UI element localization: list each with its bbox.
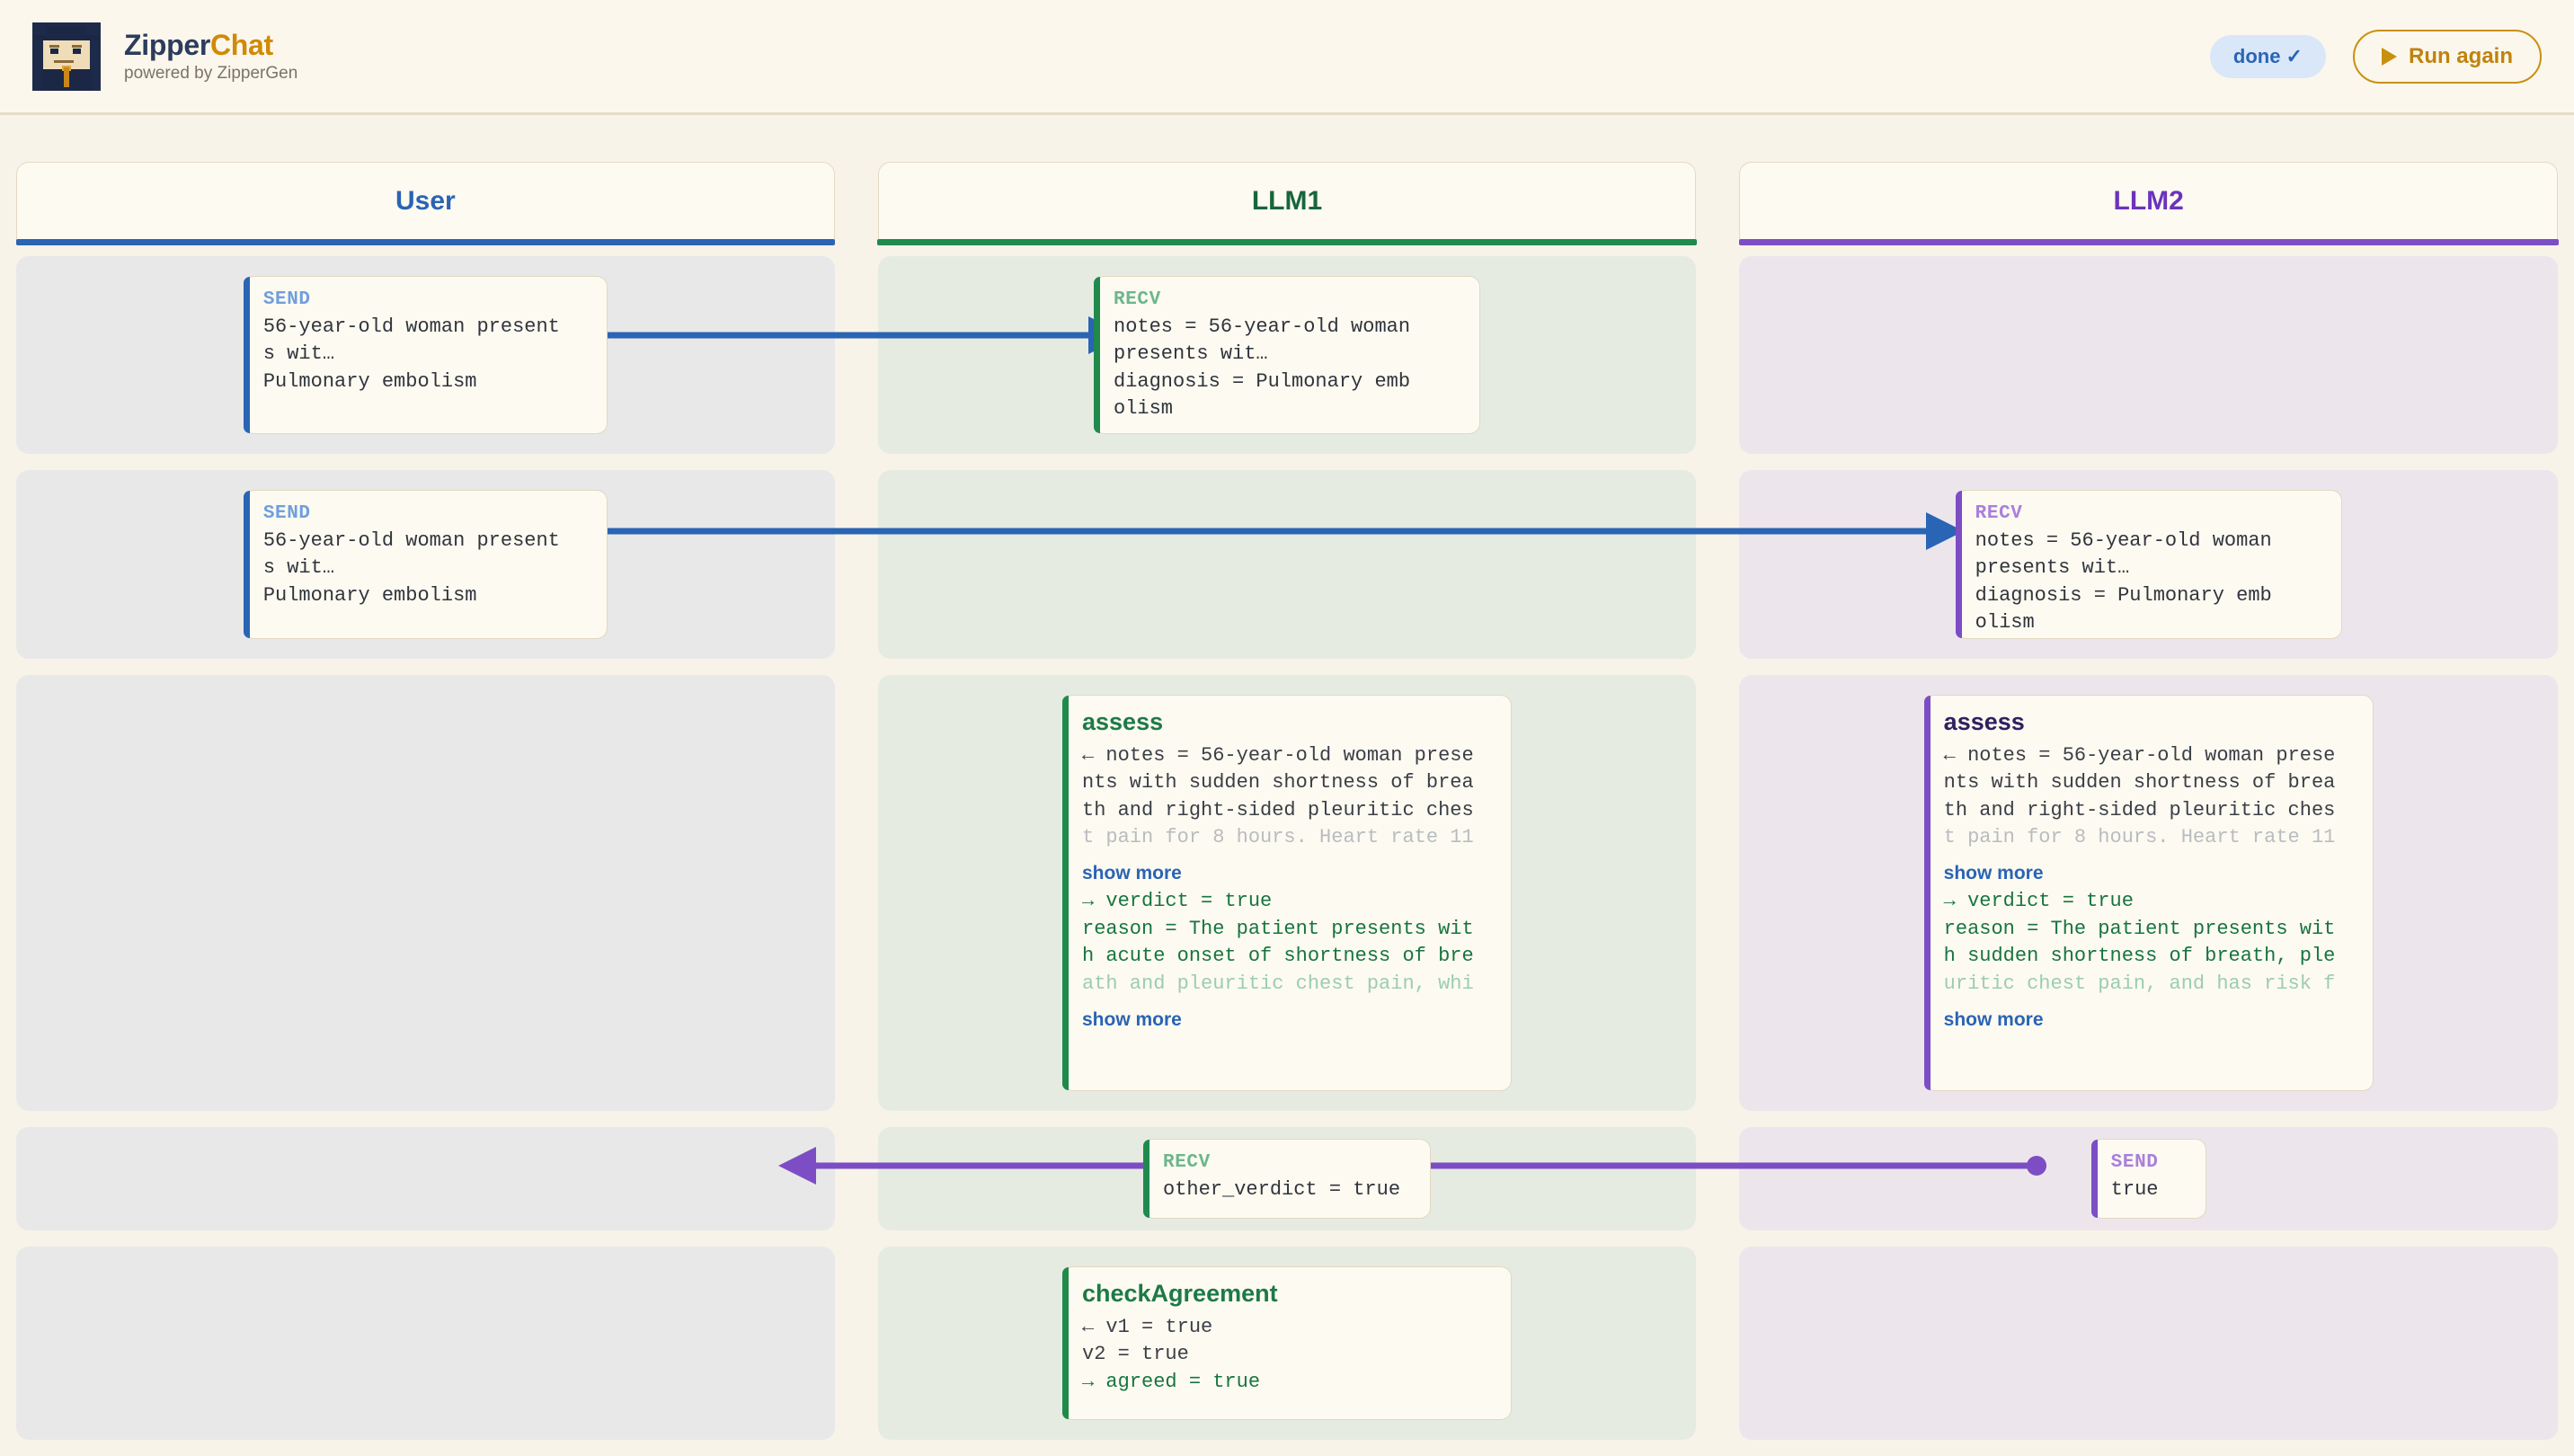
app-name-primary: Zipper xyxy=(124,29,210,62)
step-card-check-agreement[interactable]: checkAgreement ← v1 = true v2 = true → a… xyxy=(1062,1266,1512,1420)
cell-llm2-row-2: RECV notes = 56-year-old woman presents … xyxy=(1739,470,2559,659)
step-input-visible: ← notes = 56-year-old woman prese nts wi… xyxy=(1082,744,1474,821)
timeline-row: assess ← notes = 56-year-old woman prese… xyxy=(16,675,2559,1111)
column-label-llm1: LLM1 xyxy=(1251,186,1323,216)
timeline-row: SEND 56-year-old woman present s wit… Pu… xyxy=(16,256,2559,454)
cell-user-row-1: SEND 56-year-old woman present s wit… Pu… xyxy=(16,256,835,454)
timeline-row: checkAgreement ← v1 = true v2 = true → a… xyxy=(16,1247,2559,1440)
cell-user-row-3 xyxy=(16,675,835,1111)
card-kind-label: SEND xyxy=(262,503,311,524)
cell-llm1-row-4: RECV other_verdict = true xyxy=(877,1127,1697,1230)
timeline-row: RECV other_verdict = true SEND true xyxy=(16,1127,2559,1230)
card-kind-label: SEND xyxy=(262,289,311,310)
column-header-llm1[interactable]: LLM1 xyxy=(877,162,1697,245)
cell-llm1-row-5: checkAgreement ← v1 = true v2 = true → a… xyxy=(877,1247,1697,1440)
app-header: ZipperChat powered by ZipperGen done ✓ R… xyxy=(0,0,2574,115)
step-output-faded: uritic chest pain, and has risk f xyxy=(1943,972,2336,995)
card-body: 56-year-old woman present s wit… Pulmona… xyxy=(262,529,560,607)
cell-user-row-5 xyxy=(16,1247,835,1440)
run-again-label: Run again xyxy=(2408,43,2513,68)
card-body: notes = 56-year-old woman presents wit… … xyxy=(1975,529,2272,635)
column-underline-llm2 xyxy=(1738,239,2559,245)
play-icon xyxy=(2381,47,2397,66)
show-more-input[interactable]: show more xyxy=(1943,863,2044,884)
card-body: notes = 56-year-old woman presents wit… … xyxy=(1114,315,1411,421)
cell-llm1-row-1: RECV notes = 56-year-old woman presents … xyxy=(877,256,1697,454)
step-title: checkAgreement xyxy=(1082,1280,1278,1307)
column-label-user: User xyxy=(395,186,456,216)
step-input-visible: ← notes = 56-year-old woman prese nts wi… xyxy=(1943,744,2336,821)
card-kind-label: RECV xyxy=(1163,1151,1211,1173)
message-card-send[interactable]: SEND true xyxy=(2090,1138,2206,1220)
step-card-assess[interactable]: assess ← notes = 56-year-old woman prese… xyxy=(1923,695,2374,1091)
card-kind-label: RECV xyxy=(1975,503,2023,524)
cell-user-row-4 xyxy=(16,1127,835,1230)
step-input-visible: ← v1 = true v2 = true xyxy=(1082,1316,1213,1366)
step-output-visible: → agreed = true xyxy=(1082,1370,1261,1393)
cell-llm1-row-2 xyxy=(877,470,1697,659)
message-card-recv[interactable]: RECV notes = 56-year-old woman presents … xyxy=(1955,490,2342,639)
card-body: 56-year-old woman present s wit… Pulmona… xyxy=(262,315,560,393)
card-kind-label: SEND xyxy=(2110,1151,2159,1173)
column-label-llm2: LLM2 xyxy=(2113,186,2184,216)
step-card-assess[interactable]: assess ← notes = 56-year-old woman prese… xyxy=(1062,695,1512,1091)
card-body: other_verdict = true xyxy=(1163,1177,1401,1201)
app-subtitle: powered by ZipperGen xyxy=(124,63,298,83)
message-card-recv[interactable]: RECV notes = 56-year-old woman presents … xyxy=(1094,276,1480,434)
cell-llm2-row-4: SEND true xyxy=(1739,1127,2559,1230)
column-underline-llm1 xyxy=(877,239,1697,245)
cell-llm2-row-5 xyxy=(1739,1247,2559,1440)
step-output-faded: ath and pleuritic chest pain, whi xyxy=(1082,972,1474,995)
cell-llm2-row-1 xyxy=(1739,256,2559,454)
column-headers: User LLM1 LLM2 xyxy=(15,162,2559,245)
message-card-send[interactable]: SEND 56-year-old woman present s wit… Pu… xyxy=(243,490,608,639)
step-input-faded: t pain for 8 hours. Heart rate 11 xyxy=(1943,826,2336,849)
timeline-row: SEND 56-year-old woman present s wit… Pu… xyxy=(16,470,2559,659)
cell-llm1-row-3: assess ← notes = 56-year-old woman prese… xyxy=(877,675,1697,1111)
show-more-input[interactable]: show more xyxy=(1082,863,1182,884)
cell-user-row-2: SEND 56-year-old woman present s wit… Pu… xyxy=(16,470,835,659)
step-output-visible: → verdict = true reason = The patient pr… xyxy=(1943,890,2336,968)
step-input-faded: t pain for 8 hours. Heart rate 11 xyxy=(1082,826,1474,849)
show-more-output[interactable]: show more xyxy=(1082,1008,1182,1030)
status-badge: done ✓ xyxy=(2209,34,2326,78)
step-title: assess xyxy=(1943,708,2025,735)
brand-block: ZipperChat powered by ZipperGen xyxy=(32,22,297,91)
card-kind-label: RECV xyxy=(1114,289,1161,310)
message-card-send[interactable]: SEND 56-year-old woman present s wit… Pu… xyxy=(243,276,608,434)
header-actions: done ✓ Run again xyxy=(2209,29,2542,84)
message-card-recv[interactable]: RECV other_verdict = true xyxy=(1143,1138,1431,1220)
column-header-user[interactable]: User xyxy=(15,162,836,245)
run-again-button[interactable]: Run again xyxy=(2352,29,2542,84)
avatar xyxy=(32,22,101,91)
step-title: assess xyxy=(1082,708,1164,735)
timeline-grid: SEND 56-year-old woman present s wit… Pu… xyxy=(16,256,2559,1456)
cell-llm2-row-3: assess ← notes = 56-year-old woman prese… xyxy=(1739,675,2559,1111)
app-name-accent: Chat xyxy=(209,29,273,62)
column-header-llm2[interactable]: LLM2 xyxy=(1738,162,2559,245)
step-output-visible: → verdict = true reason = The patient pr… xyxy=(1082,890,1474,968)
page-title: ZipperChat xyxy=(124,29,297,62)
card-body: true xyxy=(2110,1177,2159,1201)
show-more-output[interactable]: show more xyxy=(1943,1008,2044,1030)
column-underline-user xyxy=(15,239,836,245)
